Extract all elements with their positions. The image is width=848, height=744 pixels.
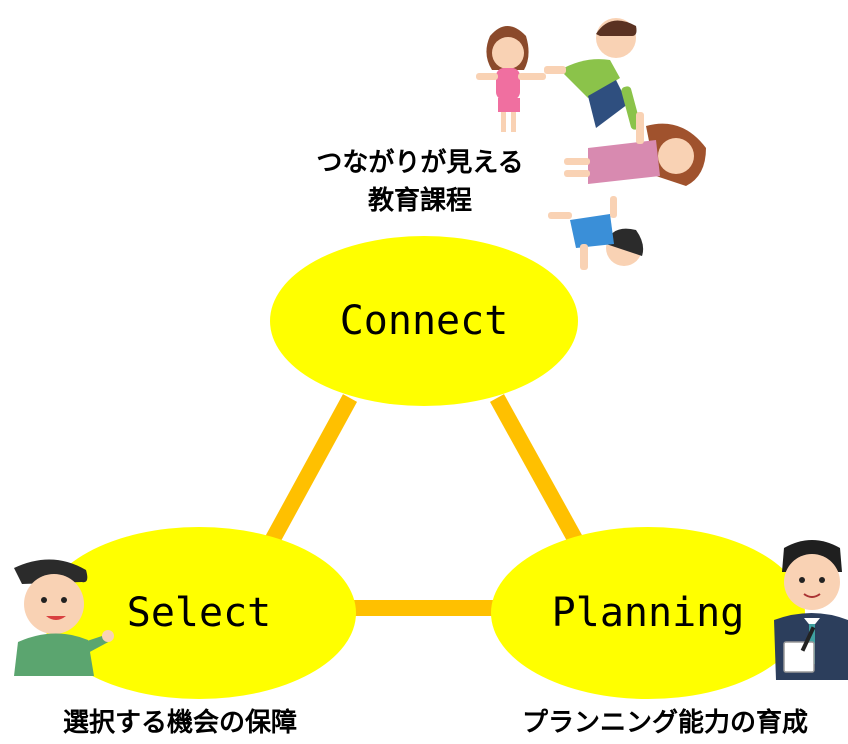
caption-planning-text: プランニング能力の育成	[521, 708, 808, 738]
caption-planning: プランニング能力の育成	[490, 705, 840, 743]
girl-figure	[476, 26, 546, 132]
caption-select: 選択する機会の保障	[20, 705, 340, 743]
boy-pointing-illustration	[14, 559, 114, 676]
caption-connect: つながりが見える 教育課程	[270, 145, 570, 220]
father-figure	[544, 18, 641, 130]
boy-figure	[548, 196, 644, 270]
family-holding-hands-illustration	[476, 18, 706, 270]
node-select-label: Select	[126, 590, 272, 636]
caption-select-text: 選択する機会の保障	[62, 708, 297, 738]
businessman-writing-illustration	[774, 540, 848, 680]
connector-connect-planning	[490, 394, 587, 552]
caption-connect-line1: つながりが見える	[316, 148, 524, 178]
mother-figure	[564, 112, 706, 186]
caption-connect-line2: 教育課程	[367, 185, 472, 216]
node-select: Select	[42, 527, 356, 699]
node-connect-label: Connect	[339, 298, 509, 344]
node-planning-label: Planning	[551, 590, 745, 636]
connector-connect-select	[260, 394, 358, 552]
node-planning: Planning	[491, 527, 805, 699]
node-connect: Connect	[270, 236, 578, 406]
